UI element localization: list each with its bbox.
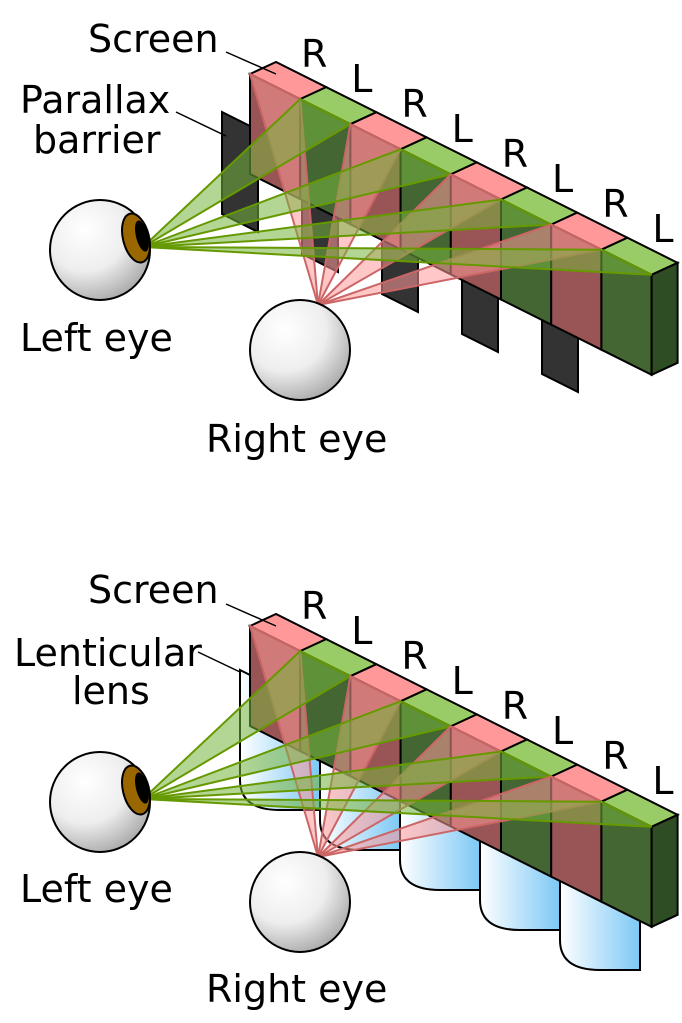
left-eye-ray xyxy=(142,97,353,248)
pixel-label: L xyxy=(452,659,473,703)
right-eye-label: Right eye xyxy=(206,967,387,1011)
pixel-label: R xyxy=(502,684,528,728)
left-eye-ray xyxy=(142,246,653,276)
screen-end-face xyxy=(650,261,679,377)
pixel-label: R xyxy=(602,734,628,778)
pixel-label: L xyxy=(351,57,372,101)
screen-label: Screen xyxy=(88,17,219,61)
left-eye-label: Left eye xyxy=(20,867,173,911)
left-eye-ray xyxy=(142,750,556,800)
parallax-barrier-label-line2: barrier xyxy=(33,118,161,162)
light-rays xyxy=(142,624,653,858)
left-eye-ray xyxy=(142,649,353,800)
left-eye-ray xyxy=(142,148,454,248)
left-eye-ray xyxy=(142,700,454,800)
pixel-label: L xyxy=(652,207,673,251)
left-eye-icon xyxy=(49,751,151,853)
left-eye-icon xyxy=(49,199,151,301)
pixel-label: L xyxy=(552,709,573,753)
pixel-label: R xyxy=(401,634,427,678)
left-eye-ray xyxy=(142,198,556,248)
right-eye-icon xyxy=(249,299,351,401)
screen-end-face xyxy=(650,813,679,929)
left-eye-label: Left eye xyxy=(20,316,173,360)
left-eye-ray xyxy=(142,798,653,828)
light-rays xyxy=(142,72,653,306)
lenticular-lens-label-line1: Lenticular xyxy=(14,631,202,675)
right-eye-label: Right eye xyxy=(206,417,387,461)
parallax-barrier-label-line1: Parallax xyxy=(20,78,170,122)
pixel-label: L xyxy=(351,609,372,653)
pixel-label: R xyxy=(301,584,327,628)
lenticular-lens-label-line2: lens xyxy=(72,669,150,713)
pixel-label: R xyxy=(602,182,628,226)
pixel-label: R xyxy=(301,32,327,76)
pixel-label: L xyxy=(652,759,673,803)
screen-label: Screen xyxy=(88,568,219,612)
pixel-label: R xyxy=(401,82,427,126)
right-eye-icon xyxy=(249,851,351,953)
pixel-label: R xyxy=(502,132,528,176)
pixel-label: L xyxy=(452,107,473,151)
pixel-label: L xyxy=(552,157,573,201)
